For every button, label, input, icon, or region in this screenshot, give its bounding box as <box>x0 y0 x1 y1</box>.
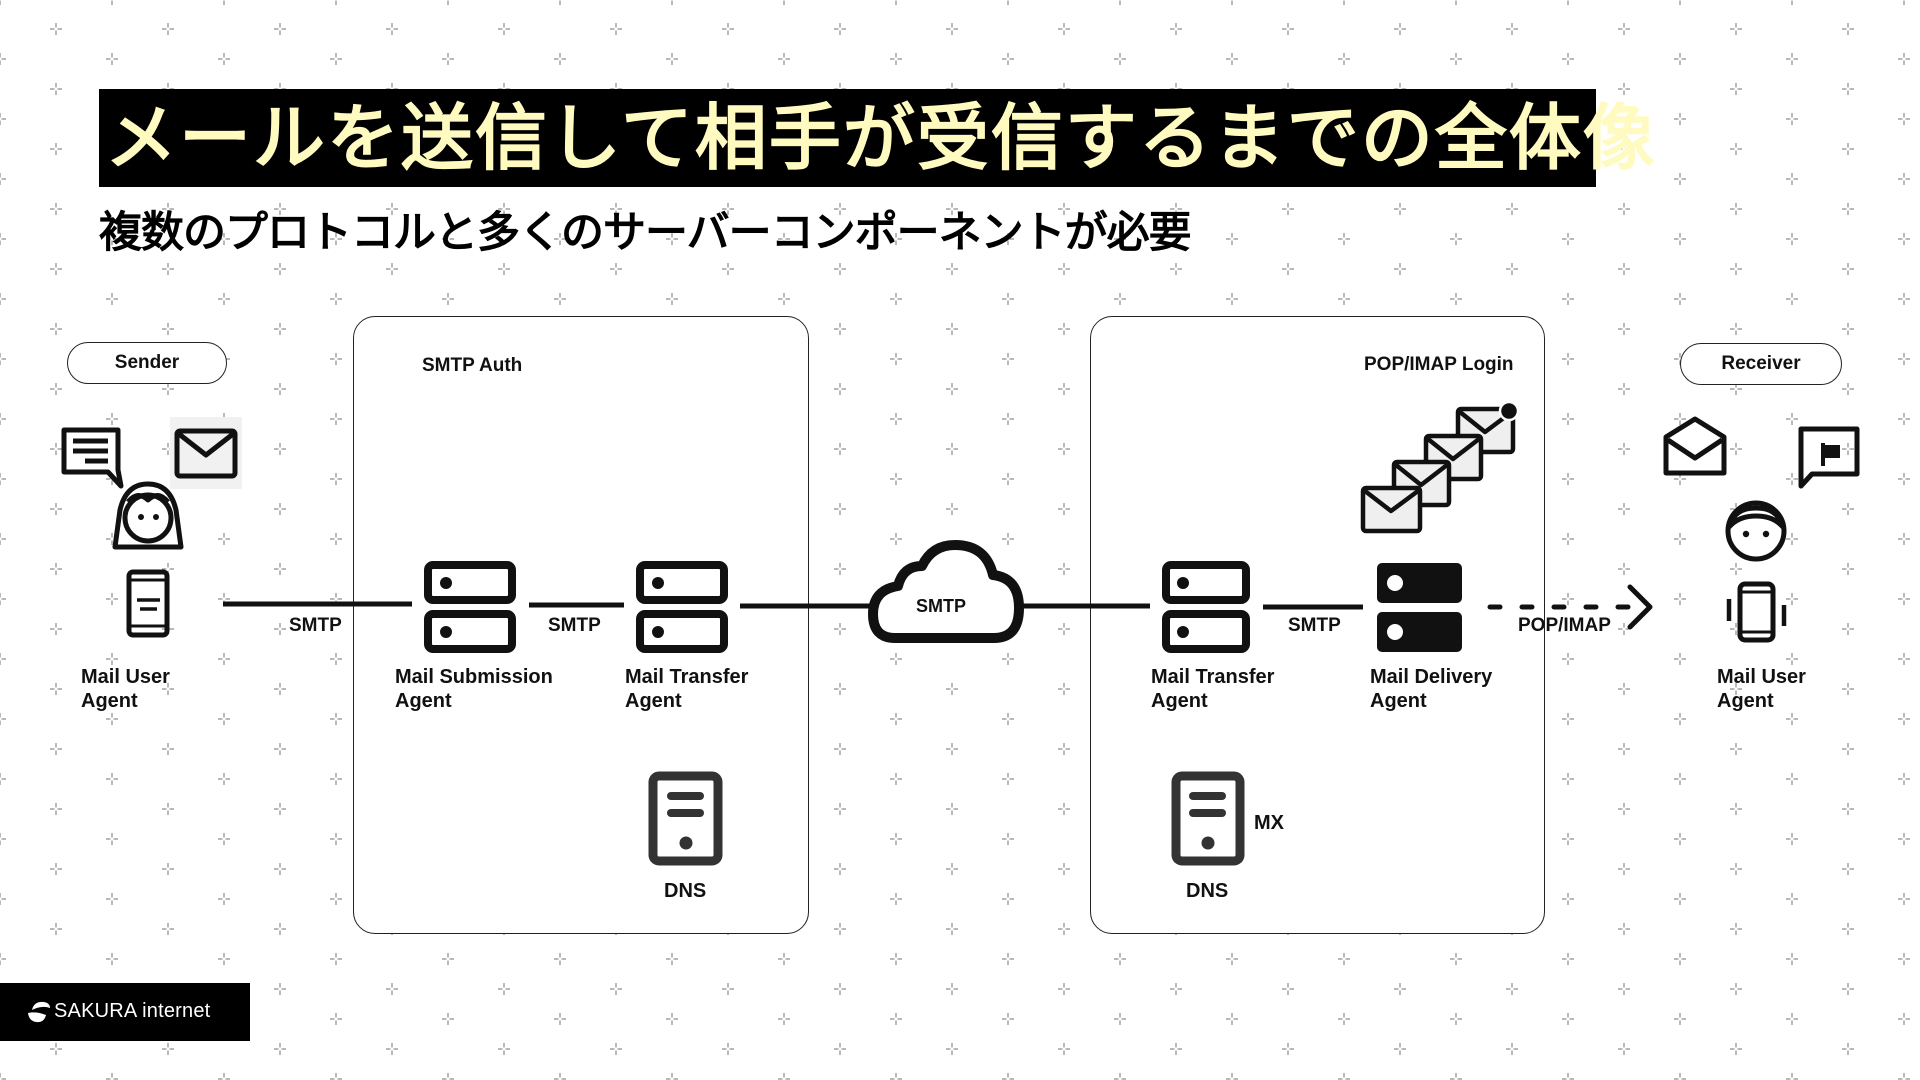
slide-title-bar: メールを送信して相手が受信するまでの全体像 <box>99 89 1655 187</box>
sender-mua-label-line2: Agent <box>81 690 138 712</box>
slide-subtitle: 複数のプロトコルと多くのサーバーコンポーネントが必要 <box>99 208 1192 258</box>
dns-server-icon-receiving <box>1171 771 1245 866</box>
receiver-mua-label: Mail User Agent <box>1717 665 1806 713</box>
slide-title: メールを送信して相手が受信するまでの全体像 <box>105 96 1657 180</box>
dns-server-icon-sending <box>648 771 723 866</box>
mta-sending-label-line1: Mail Transfer <box>625 666 749 688</box>
sender-badge: Sender <box>67 342 227 384</box>
sakura-logo-icon <box>28 1001 50 1023</box>
sender-mua-label: Mail User Agent <box>81 665 170 713</box>
mta-sending-label-line2: Agent <box>625 690 682 712</box>
mta-receiving-label-line1: Mail Transfer <box>1151 666 1275 688</box>
cloud-icon <box>868 540 1024 643</box>
receiver-mua-label-line2: Agent <box>1717 690 1774 712</box>
receiver-badge: Receiver <box>1680 343 1842 385</box>
chat-bubble-icon <box>61 427 124 489</box>
msa-label-line2: Agent <box>395 690 452 712</box>
vibrating-phone-icon <box>1726 581 1787 643</box>
msa-server-icon <box>424 561 516 653</box>
mta-receiving-server-icon <box>1162 561 1250 653</box>
msa-label: Mail Submission Agent <box>395 665 553 713</box>
mta-sending-server-icon <box>636 561 728 653</box>
pop-imap-login-label: POP/IMAP Login <box>1364 354 1514 375</box>
mda-label-line2: Agent <box>1370 690 1427 712</box>
sender-mua-label-line1: Mail User <box>81 666 170 688</box>
mx-record-label: MX <box>1254 812 1284 834</box>
brand-name: SAKURA internet <box>54 1000 211 1022</box>
smartphone-icon <box>126 569 170 638</box>
envelope-stack-icon <box>1360 400 1520 534</box>
envelope-icon <box>170 417 242 489</box>
mda-label: Mail Delivery Agent <box>1370 665 1492 713</box>
cloud-label-smtp: SMTP <box>916 596 967 616</box>
protocol-label-smtp-3: SMTP <box>1288 615 1341 636</box>
mta-sending-label: Mail Transfer Agent <box>625 665 748 713</box>
mta-receiving-label: Mail Transfer Agent <box>1151 665 1274 713</box>
dns-sending-label: DNS <box>664 880 707 902</box>
woman-avatar-icon <box>112 481 184 550</box>
protocol-label-smtp-2: SMTP <box>548 615 601 636</box>
mda-label-line1: Mail Delivery <box>1370 666 1493 688</box>
smtp-auth-label: SMTP Auth <box>422 355 523 376</box>
mta-receiving-label-line2: Agent <box>1151 690 1208 712</box>
link-mda-mua-dashed <box>1487 584 1653 630</box>
protocol-label-smtp-1: SMTP <box>289 615 342 636</box>
man-avatar-icon <box>1725 500 1787 562</box>
receiver-mua-label-line1: Mail User <box>1717 666 1806 688</box>
protocol-label-pop-imap: POP/IMAP <box>1518 615 1611 636</box>
dns-receiving-label: DNS <box>1186 880 1229 902</box>
open-envelope-icon <box>1663 416 1727 476</box>
msa-label-line1: Mail Submission <box>395 666 553 688</box>
flag-chat-icon <box>1798 426 1860 489</box>
sakura-internet-logo: SAKURA internet <box>0 983 250 1041</box>
mda-server-filled-icon <box>1377 563 1462 652</box>
